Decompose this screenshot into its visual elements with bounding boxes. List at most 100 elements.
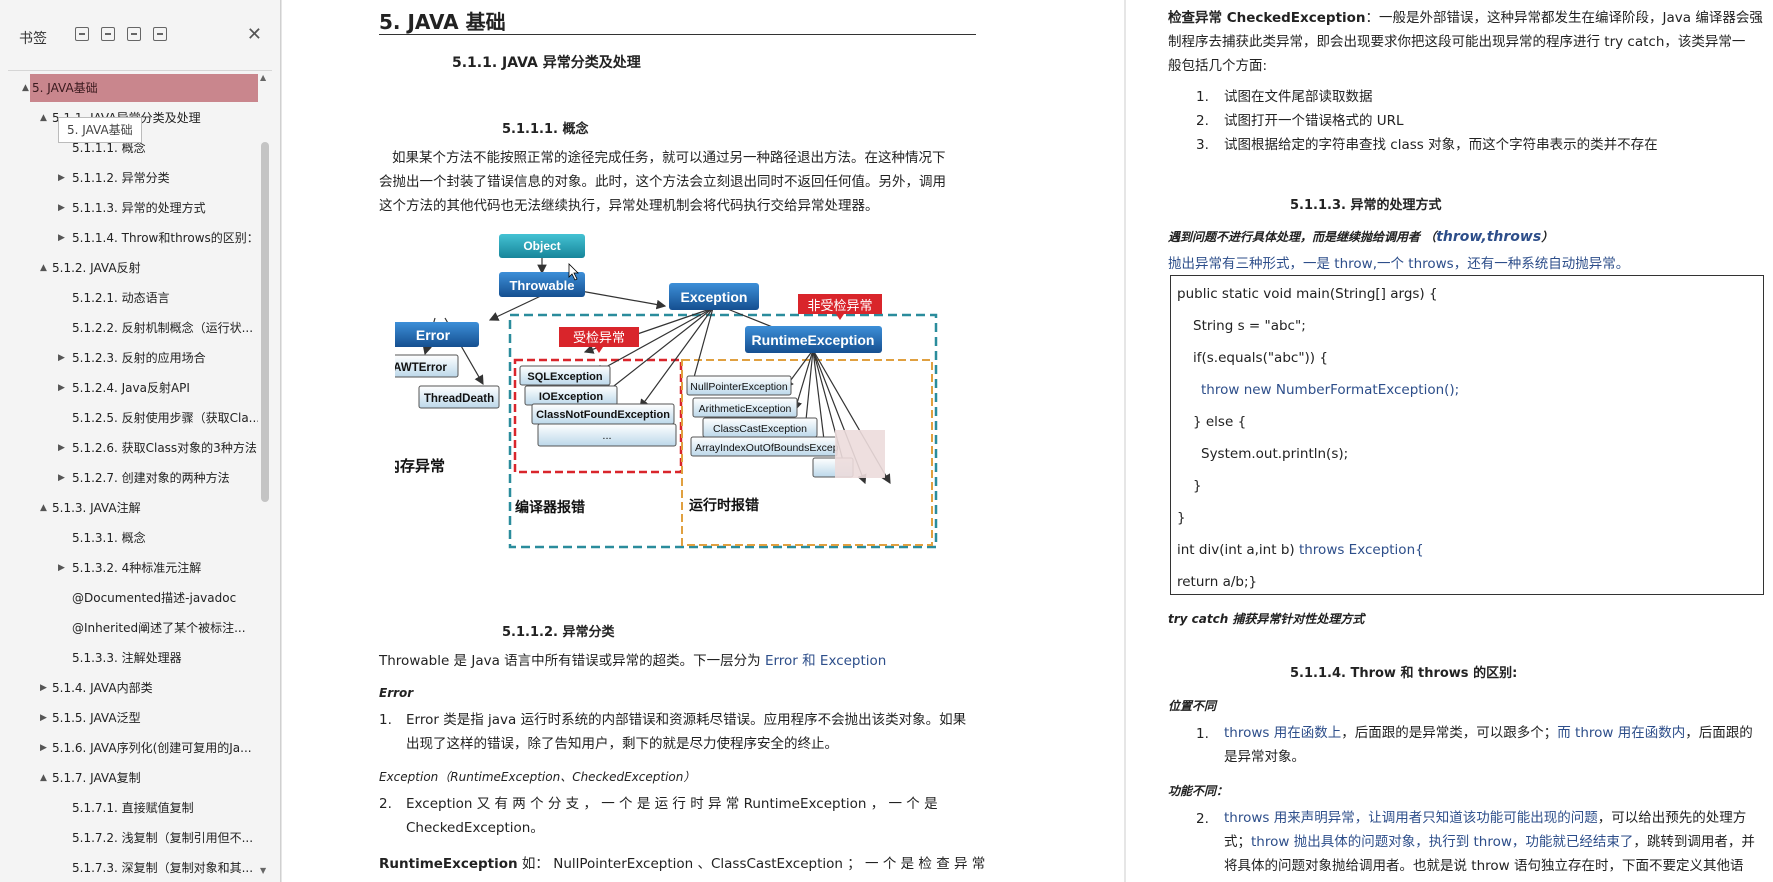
list-number: 1. (1196, 89, 1209, 105)
bookmark-item[interactable]: ▶ 5.1.2.7. 创建对象的两种方法 (0, 464, 258, 492)
close-icon[interactable]: ✕ (246, 24, 262, 45)
bookmark-item-label: 5.1.5. JAVA泛型 (52, 711, 141, 725)
text-line: Error 类是指 java 运行时系统的内部错误和资源耗尽错误。应用程序不会抛… (406, 712, 967, 728)
text-span: Throwable 是 Java 语言中所有错误或异常的超类。下一层分为 (379, 653, 765, 669)
collapse-arrow-icon[interactable]: ▲ (40, 503, 47, 513)
bookmark-header: 书签 ✕ (8, 0, 272, 71)
bookmark-item[interactable]: 5.1.7.1. 直接赋值复制 (0, 794, 258, 822)
rule-text: 遇到问题不进行具体处理，而是继续抛给调用者 （throw,throws） (1168, 228, 1553, 245)
bookmark-item-label: 5.1.7. JAVA复制 (52, 771, 141, 785)
text-line: throws 用在函数上，后面跟的是异常类，可以跟多个；而 throw 用在函数… (1224, 721, 1764, 745)
expand-arrow-icon[interactable]: ▶ (58, 563, 65, 573)
bookmark-item[interactable]: ▶ 5.1.4. JAVA内部类 (0, 674, 258, 702)
text-line: throws 用来声明异常，让调用者只知道该功能可能出现的问题，可以给出预先的处… (1224, 806, 1769, 830)
bookmark-item[interactable]: 5.1.7.2. 浅复制（复制引用但不... (0, 824, 258, 852)
bookmark-item[interactable]: 5.1.1.1. 概念 (0, 134, 258, 162)
scroll-down-icon[interactable]: ▼ (260, 866, 267, 875)
code-line: } else { (1193, 414, 1247, 430)
paragraph-concept: 如果某个方法不能按照正常的途径完成任务，就可以通过另一种路径退出方法。在这种情况… (379, 146, 979, 218)
bookmark-item[interactable]: ▶ 5.1.6. JAVA序列化(创建可复用的Ja... (0, 734, 258, 762)
list-item-error: Error 类是指 java 运行时系统的内部错误和资源耗尽错误。应用程序不会抛… (406, 708, 978, 756)
collapse-all-icon[interactable] (101, 27, 115, 41)
text-span: ，后面跟的是异常类，可以跟多个； (1341, 725, 1558, 741)
bookmark-item[interactable]: ▲ 5.1.3. JAVA注解 (0, 494, 258, 522)
node-more-checked (537, 423, 677, 447)
text-line: 式；throw 抛出具体的问题对象，执行到 throw，功能就已经结束了，跳转到… (1224, 830, 1769, 854)
text-span: throw,throws (1436, 229, 1542, 245)
expand-all-icon[interactable] (75, 27, 89, 41)
collapse-arrow-icon[interactable]: ▲ (40, 113, 47, 123)
collapse-arrow-icon[interactable]: ▲ (40, 773, 47, 783)
expand-arrow-icon[interactable]: ▶ (58, 203, 65, 213)
expand-arrow-icon[interactable]: ▶ (58, 383, 65, 393)
exception-hierarchy-diagram: Object Throwable Error AWTError ThreadDe… (395, 234, 938, 549)
bookmark-item[interactable]: ▶ 5.1.5. JAVA泛型 (0, 704, 258, 732)
expand-arrow-icon[interactable]: ▶ (58, 443, 65, 453)
code-line: } (1177, 510, 1186, 526)
scroll-up-icon[interactable]: ▲ (260, 73, 267, 82)
bookmark-item-label: 5.1.2.6. 获取Class对象的3种方法 (72, 441, 257, 455)
bookmark-item[interactable]: 5.1.7.3. 深复制（复制对象和其... (0, 854, 258, 882)
bookmark-item[interactable]: ▲ 5.1.7. JAVA复制 (0, 764, 258, 792)
code-line: throw new NumberFormatException(); (1201, 382, 1460, 398)
bookmark-item-label: 5.1.2. JAVA反射 (52, 261, 141, 275)
runtime-region (681, 359, 933, 546)
bookmark-item[interactable]: 5.1.3.3. 注解处理器 (0, 644, 258, 672)
bookmark-item-label: 5.1.4. JAVA内部类 (52, 681, 153, 695)
text-span: ，跳转到调用者，并 (1633, 834, 1755, 850)
collapse-arrow-icon[interactable]: ▲ (40, 263, 47, 273)
node-sqlexception-label: SQLException (527, 371, 602, 383)
bookmark-item[interactable]: ▶5.1.2.3. 反射的应用场合 (0, 344, 258, 372)
expand-arrow-icon[interactable]: ▶ (40, 683, 47, 693)
bookmark-item[interactable]: ▲ 5.1.2. JAVA反射 (0, 254, 258, 282)
text-line: 出现了这样的错误，除了告知用户，剩下的就是尽力使程序安全的终止。 (406, 736, 838, 752)
heading-throw-vs-throws: 5.1.1.4. Throw 和 throws 的区别: (1290, 666, 1518, 681)
bookmark-options-icon[interactable] (153, 27, 167, 41)
text-line: 如果某个方法不能按照正常的途径完成任务，就可以通过另一种路径退出方法。在这种情况… (392, 150, 946, 166)
bookmark-item-label: 5.1.3. JAVA注解 (52, 501, 141, 515)
list-item: 试图在文件尾部读取数据 (1224, 89, 1373, 105)
bookmark-item[interactable]: 5. JAVA基础 (30, 74, 258, 102)
expand-arrow-icon[interactable]: ▶ (40, 713, 47, 723)
bookmark-item[interactable]: ▶5.1.1.4. Throw和throws的区别： (0, 224, 258, 252)
bookmark-item[interactable]: ▶5.1.1.3. 异常的处理方式 (0, 194, 258, 222)
label-memory-error: 内存异常 (395, 457, 445, 475)
bookmark-item-label: 5.1.2.2. 反射机制概念（运行状... (72, 321, 254, 335)
bookmark-item-label: 5.1.3.2. 4种标准元注解 (72, 561, 202, 575)
code-line: if(s.equals("abc")) { (1193, 350, 1328, 366)
bookmark-item[interactable]: ▶ 5.1.3.2. 4种标准元注解 (0, 554, 258, 582)
text-line: 这个方法的其他代码也无法继续执行，异常处理机制会将代码执行交给异常处理器。 (379, 198, 879, 214)
paragraph-checked: 检查异常 CheckedException：一般是外部错误，这种异常都发生在编译… (1168, 6, 1768, 78)
bookmark-item[interactable]: 5.1.3.1. 概念 (0, 524, 258, 552)
bookmark-item[interactable]: @Inherited阐述了某个被标注... (0, 614, 258, 642)
bookmark-item[interactable]: 5.1.2.1. 动态语言 (0, 284, 258, 312)
add-bookmark-icon[interactable] (127, 27, 141, 41)
node-runtimeexception-label: RuntimeException (752, 332, 875, 348)
bookmark-panel: 书签 ✕ 5. JAVA基础▲5.1.1. JAVA异常分类及处理5.1.1.1… (0, 0, 281, 882)
code-line: } (1193, 478, 1202, 494)
bookmark-item-label: 5.1.6. JAVA序列化(创建可复用的Ja... (52, 741, 252, 755)
bookmark-item[interactable]: 5.1.2.2. 反射机制概念（运行状... (0, 314, 258, 342)
node-arith-label: ArithmeticException (699, 403, 792, 415)
bookmark-item-label: 5.1.2.7. 创建对象的两种方法 (72, 471, 230, 485)
code-span: int div(int a,int b) (1177, 542, 1299, 558)
bookmark-item[interactable]: ▶5.1.2.4. Java反射API (0, 374, 258, 402)
node-object-label: Object (523, 239, 560, 253)
scroll-thumb[interactable] (261, 142, 269, 502)
heading-classification: 5.1.1.2. 异常分类 (502, 625, 615, 640)
expand-arrow-icon[interactable]: ▶ (40, 743, 47, 753)
label-runtime-error: 运行时报错 (689, 497, 759, 514)
bookmark-item[interactable]: 5.1.2.5. 反射使用步骤（获取Cla... (0, 404, 258, 432)
expand-arrow-icon[interactable]: ▶ (58, 353, 65, 363)
node-threaddeath-label: ThreadDeath (424, 393, 494, 405)
sidebar-scrollbar[interactable]: ▲ ▼ (259, 70, 271, 882)
collapse-arrow-icon[interactable]: ▲ (22, 83, 29, 93)
node-cce-label: ClassCastException (713, 423, 807, 435)
bookmark-item[interactable]: @Documented描述-javadoc (0, 584, 258, 612)
expand-arrow-icon[interactable]: ▶ (58, 473, 65, 483)
bookmark-item[interactable]: ▶ 5.1.2.6. 获取Class对象的3种方法 (0, 434, 258, 462)
node-error-label: Error (416, 327, 451, 343)
bookmark-item[interactable]: ▶5.1.1.2. 异常分类 (0, 164, 258, 192)
expand-arrow-icon[interactable]: ▶ (58, 173, 65, 183)
expand-arrow-icon[interactable]: ▶ (58, 233, 65, 243)
